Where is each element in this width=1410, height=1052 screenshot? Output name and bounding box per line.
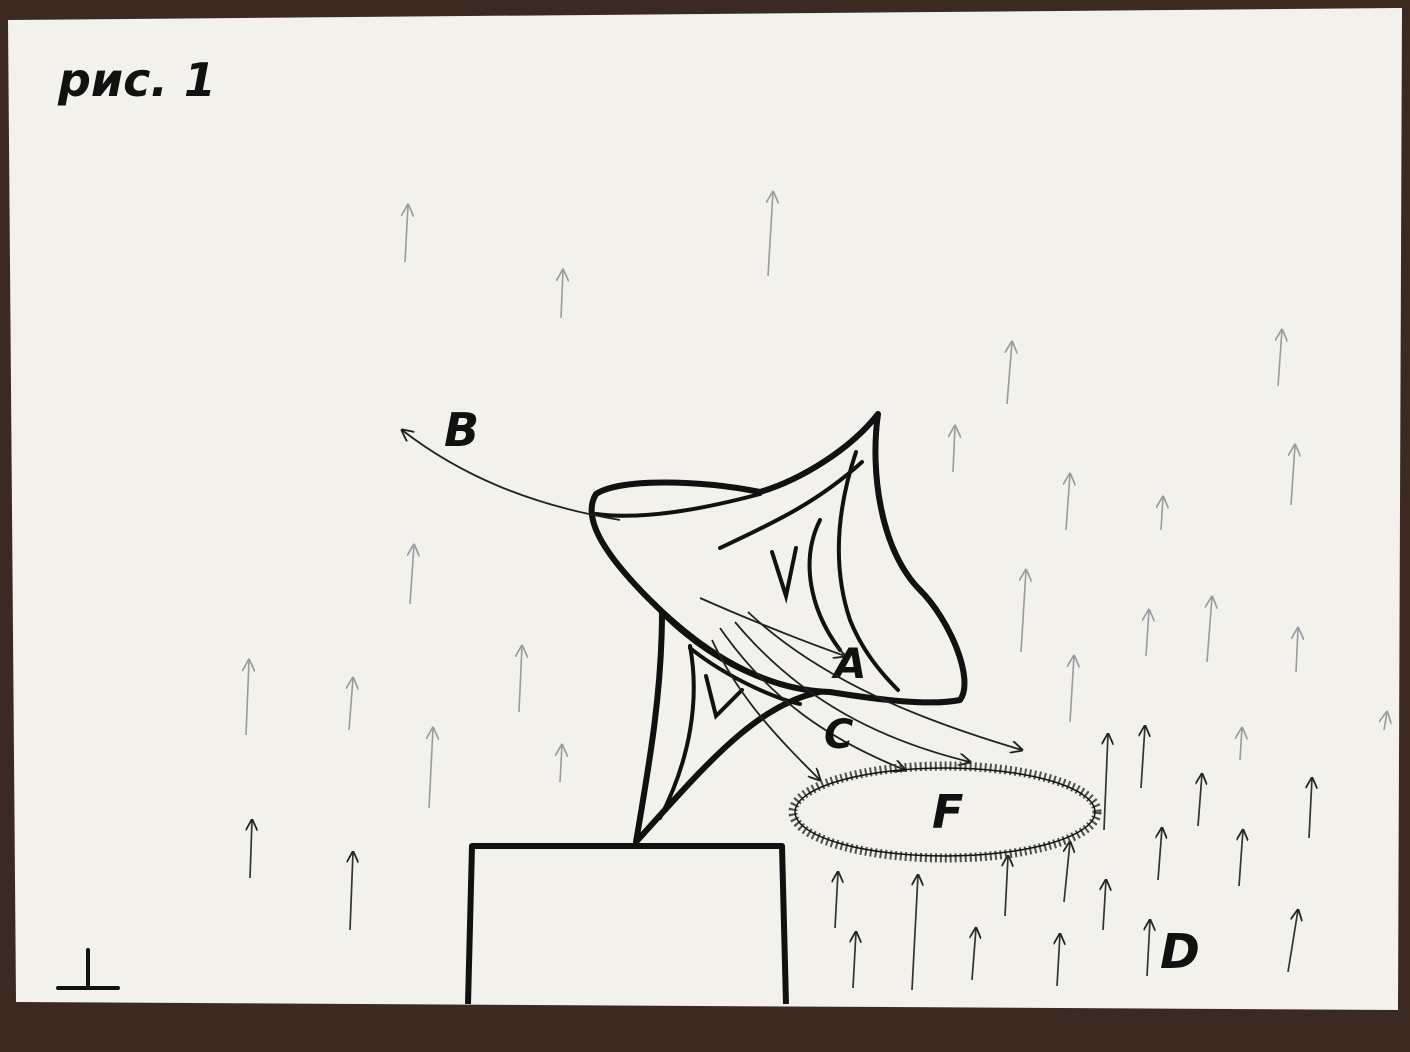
label-d: D	[1160, 924, 1200, 980]
label-c: C	[824, 712, 853, 758]
label-f: F	[932, 785, 963, 839]
figure-caption: рис. 1	[57, 53, 216, 107]
label-b: B	[444, 403, 479, 457]
label-a: A	[831, 639, 867, 688]
